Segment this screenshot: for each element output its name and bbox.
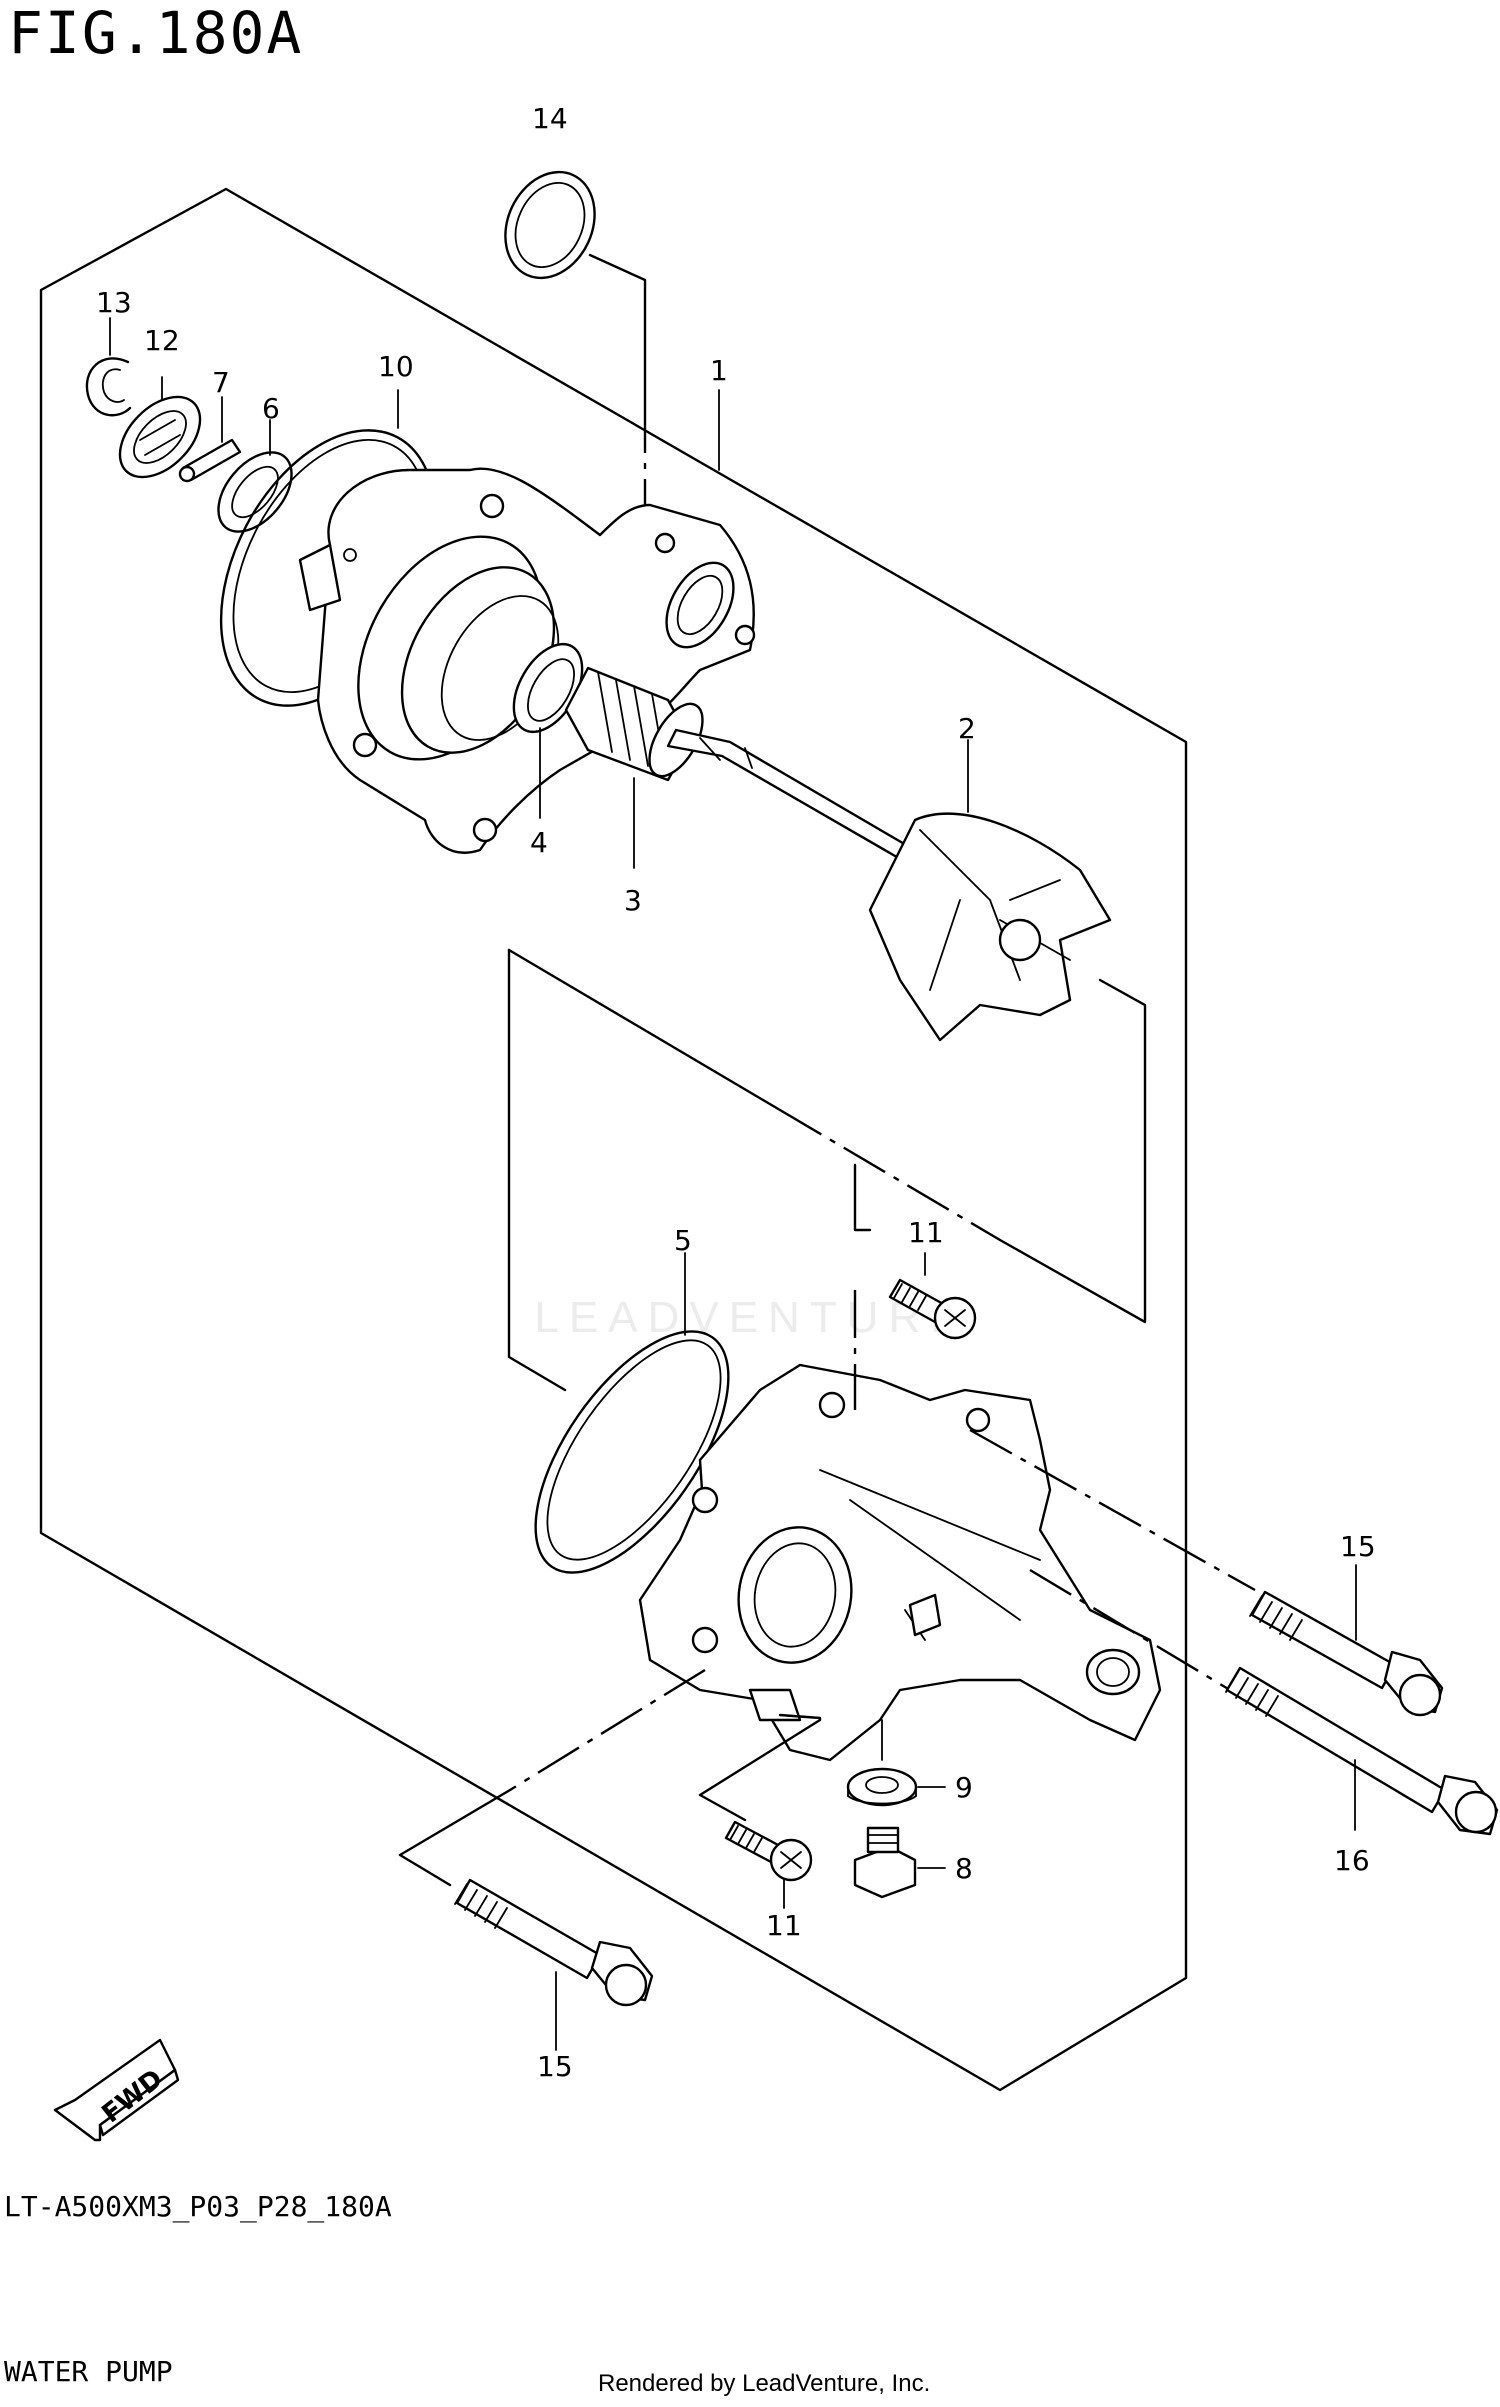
part-2-impeller [666,728,1112,1042]
callout-4: 4 [530,826,548,859]
part-15-bolt-lower [454,1878,654,2007]
part-14-oring [504,170,596,280]
rendered-by-credit: Rendered by LeadVenture, Inc. [598,2370,931,2397]
figure-title: FIG.180A [8,0,304,67]
callout-13: 13 [96,286,132,319]
part-12-gear [118,395,202,479]
pump-housing [638,1363,1162,1762]
callout-9: 9 [955,1771,973,1804]
part-11-screw-upper [888,1278,977,1340]
callout-15-right: 15 [1340,1530,1376,1563]
callout-16: 16 [1334,1844,1370,1877]
callout-3: 3 [624,884,642,917]
part-15-bolt-right [1249,1590,1444,1717]
fwd-arrow-icon [53,2038,180,2142]
callout-5: 5 [674,1224,692,1257]
part-7-pin [178,438,242,483]
part-1-pump-cover [298,467,756,854]
part-9-gasket [846,1767,918,1807]
callout-10: 10 [378,350,414,383]
callout-14: 14 [532,102,568,135]
callout-7: 7 [212,366,230,399]
part-13-ering [85,357,132,417]
part-5-oring [534,1330,730,1574]
callout-6: 6 [262,392,280,425]
figure-name: WATER PUMP [4,2355,173,2388]
watermark: LEADVENTURE [534,1293,970,1342]
callout-1: 1 [710,354,728,387]
part-6-washer [217,451,293,533]
callout-11-lower: 11 [766,1909,802,1942]
model-code: LT-A500XM3_P03_P28_180A [4,2190,392,2223]
callout-11-upper: 11 [908,1216,944,1249]
callout-12: 12 [144,324,180,357]
callout-numbers: 14 13 12 7 6 10 1 2 4 3 5 11 15 9 8 16 1… [96,102,1376,2083]
part-16-bolt [1225,1666,1499,1836]
part-11-screw-lower [724,1820,813,1882]
part-8-drain-plug [853,1826,917,1899]
callout-2: 2 [958,712,976,745]
assembly-boundary [39,187,1188,2092]
callout-15-lower: 15 [537,2050,573,2083]
callout-8: 8 [955,1852,973,1885]
